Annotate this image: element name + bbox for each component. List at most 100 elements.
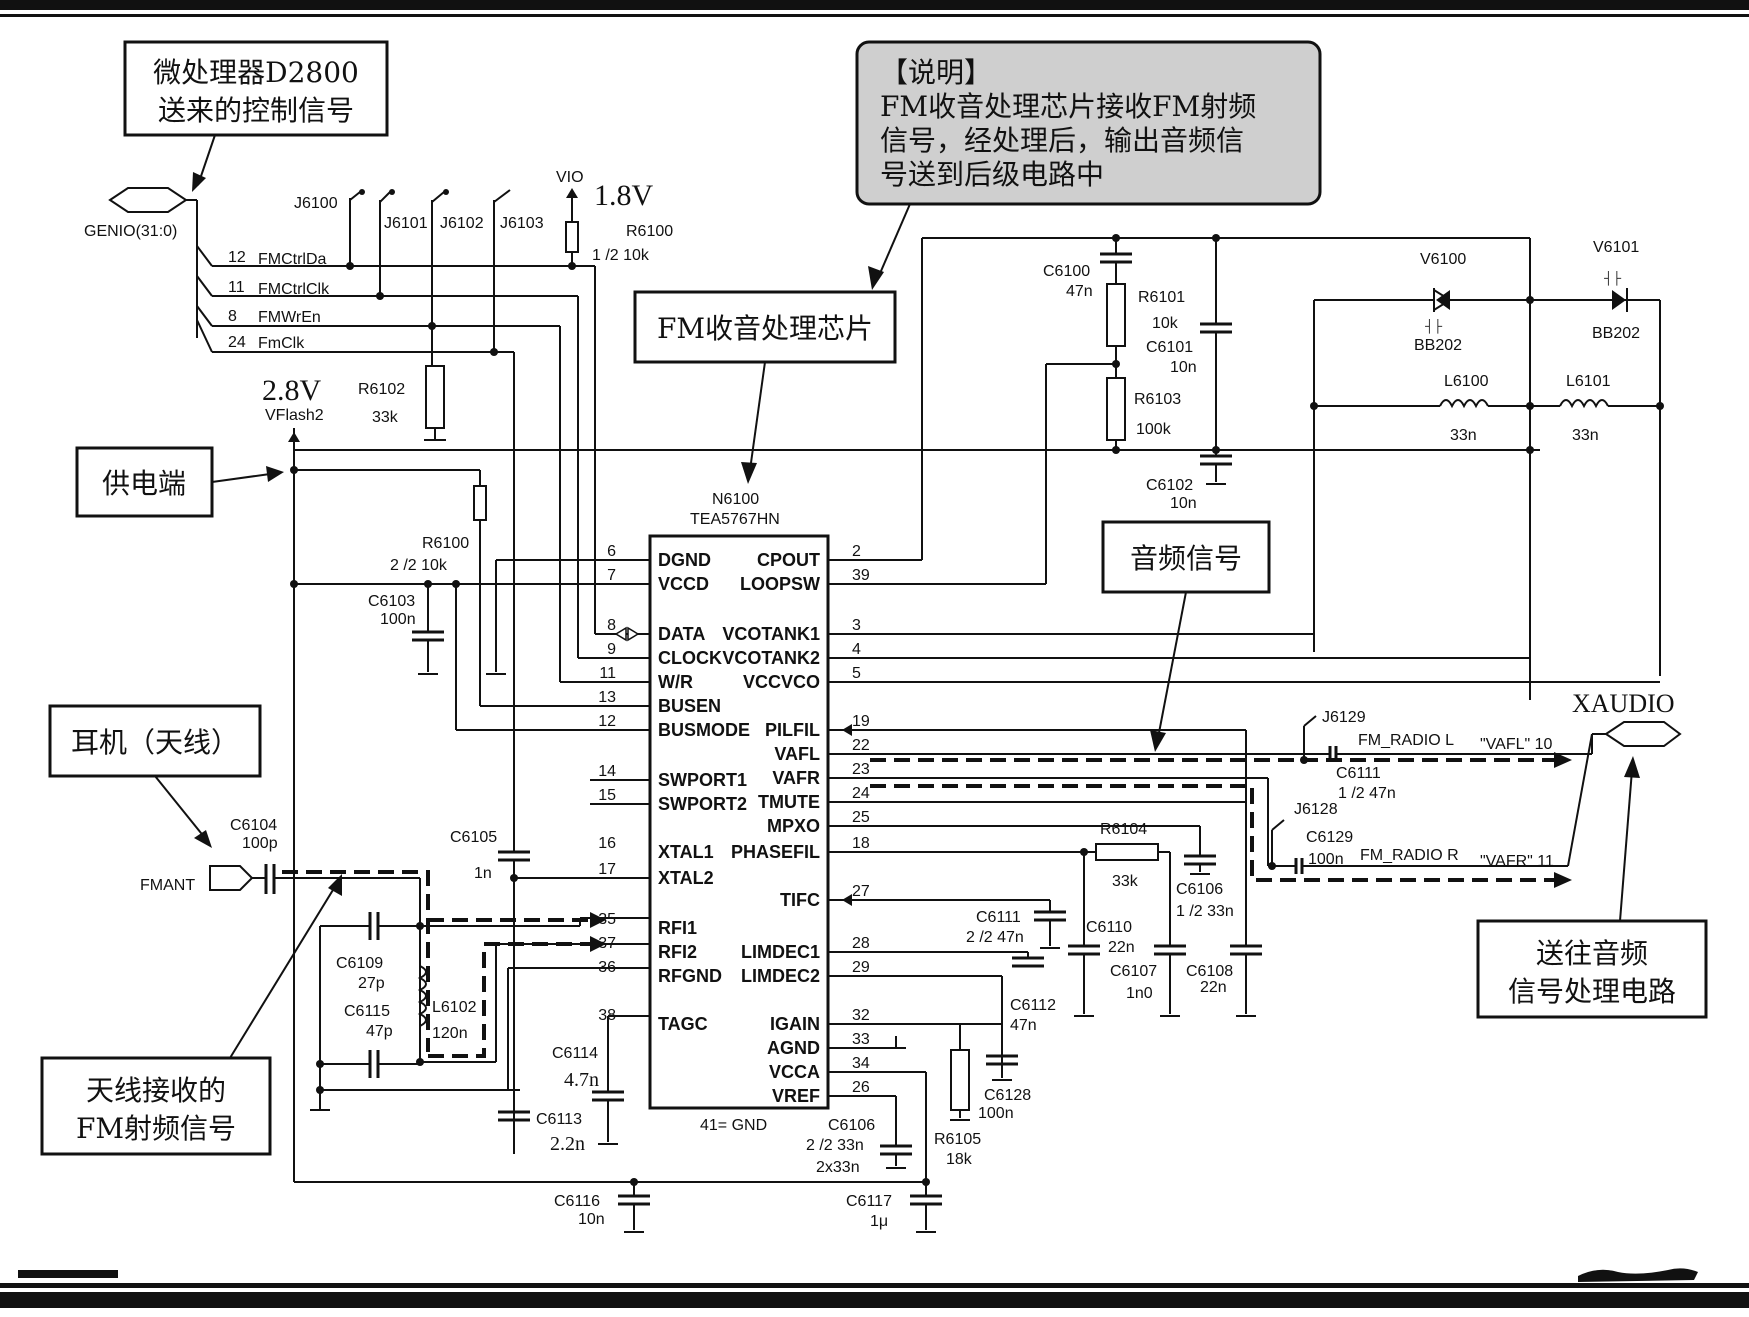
chip-pin-number: 24 bbox=[852, 785, 870, 802]
svg-text:100k: 100k bbox=[1136, 421, 1172, 438]
svg-text:GENIO(31:0): GENIO(31:0) bbox=[84, 223, 177, 240]
chip-pin-name: RFI2 bbox=[658, 942, 697, 962]
svg-text:C6116: C6116 bbox=[554, 1193, 600, 1210]
svg-text:号送到后级电路中: 号送到后级电路中 bbox=[880, 158, 1104, 191]
chip-pin-name: DGND bbox=[658, 550, 711, 570]
svg-text:27p: 27p bbox=[358, 975, 385, 992]
bottom-border bbox=[0, 1292, 1749, 1308]
svg-text:送往音频: 送往音频 bbox=[1536, 937, 1648, 970]
svg-text:音频信号: 音频信号 bbox=[1130, 542, 1242, 575]
audio-signal-path bbox=[870, 752, 1572, 888]
svg-text:2 /2 33n: 2 /2 33n bbox=[806, 1137, 864, 1154]
svg-text:100n: 100n bbox=[380, 611, 416, 628]
svg-text:47p: 47p bbox=[366, 1023, 393, 1040]
svg-text:J6103: J6103 bbox=[500, 215, 544, 232]
chip-pin-number: 33 bbox=[852, 1031, 870, 1048]
svg-text:FM_RADIO L: FM_RADIO L bbox=[1358, 732, 1454, 749]
svg-text:R6102: R6102 bbox=[358, 381, 405, 398]
svg-text:11: 11 bbox=[228, 279, 245, 296]
svg-text:V6101: V6101 bbox=[1593, 239, 1639, 256]
svg-text:XAUDIO: XAUDIO bbox=[1572, 689, 1675, 718]
svg-text:C6110: C6110 bbox=[1086, 919, 1132, 936]
svg-text:10n: 10n bbox=[1170, 359, 1197, 376]
svg-text:C6108: C6108 bbox=[1186, 963, 1233, 980]
chip-pin-name: LIMDEC2 bbox=[741, 966, 820, 986]
svg-text:微处理器D2800: 微处理器D2800 bbox=[153, 56, 359, 89]
svg-text:J6128: J6128 bbox=[1294, 801, 1338, 818]
svg-text:FMCtrlDa: FMCtrlDa bbox=[258, 251, 327, 268]
chip-pin-name: LOOPSW bbox=[740, 574, 820, 594]
chip-pin-name: VREF bbox=[772, 1086, 820, 1106]
svg-text:耳机（天线）: 耳机（天线） bbox=[71, 726, 239, 759]
chip-pin-number: 6 bbox=[607, 543, 616, 560]
svg-text:L6100: L6100 bbox=[1444, 373, 1489, 390]
supply-2v8: 2.8V VFlash2 R6100 2 /2 10k C6103 100n bbox=[262, 374, 1540, 1182]
svg-text:33n: 33n bbox=[1450, 427, 1477, 444]
svg-text:R6100: R6100 bbox=[626, 223, 673, 240]
chip-pin-number: 32 bbox=[852, 1007, 870, 1024]
callout-earphone: 耳机（天线） bbox=[48, 704, 262, 848]
callout-audio: 音频信号 bbox=[1101, 520, 1271, 752]
svg-text:12: 12 bbox=[228, 249, 246, 266]
svg-text:22n: 22n bbox=[1108, 939, 1135, 956]
chip-pin-name: CLOCK bbox=[658, 648, 722, 668]
chip-pin-number: 2 bbox=[852, 543, 861, 560]
svg-text:BB202: BB202 bbox=[1414, 337, 1462, 354]
svg-text:100n: 100n bbox=[978, 1105, 1014, 1122]
chip-pin-number: 35 bbox=[598, 911, 616, 928]
chip-pin-name: VCCA bbox=[769, 1062, 820, 1082]
svg-text:FMWrEn: FMWrEn bbox=[258, 309, 321, 326]
antenna-input: FMANT C6104 100p C6109 27p C6115 47p L61… bbox=[140, 817, 650, 1145]
svg-text:10n: 10n bbox=[578, 1211, 605, 1228]
svg-text:2 /2 47n: 2 /2 47n bbox=[966, 929, 1024, 946]
chip-pin-name: XTAL2 bbox=[658, 868, 714, 888]
svg-text:4.7n: 4.7n bbox=[564, 1069, 599, 1091]
svg-text:FMANT: FMANT bbox=[140, 877, 195, 894]
svg-text:8: 8 bbox=[228, 308, 237, 325]
chip-pin-name: VCOTANK2 bbox=[722, 648, 820, 668]
svg-text:C6106: C6106 bbox=[1176, 881, 1223, 898]
svg-text:120n: 120n bbox=[432, 1025, 468, 1042]
svg-text:1 /2 10k: 1 /2 10k bbox=[592, 247, 650, 264]
chip-pin-number: 13 bbox=[598, 689, 616, 706]
control-lines: 12 FMCtrlDa 11 FMCtrlClk 8 FMWrEn 24 FmC… bbox=[196, 189, 595, 356]
svg-text:C6128: C6128 bbox=[984, 1087, 1031, 1104]
svg-text:【说明】: 【说明】 bbox=[880, 56, 992, 89]
svg-text:C6114: C6114 bbox=[552, 1045, 598, 1062]
svg-text:10k: 10k bbox=[1152, 315, 1179, 332]
svg-text:47n: 47n bbox=[1066, 283, 1093, 300]
chip-pin-number: 22 bbox=[852, 737, 870, 754]
chip-pin-name: SWPORT2 bbox=[658, 794, 747, 814]
svg-text:C6104: C6104 bbox=[230, 817, 277, 834]
svg-text:TEA5767HN: TEA5767HN bbox=[690, 511, 780, 528]
svg-text:"VAFR" 11: "VAFR" 11 bbox=[1480, 853, 1554, 870]
svg-text:C6105: C6105 bbox=[450, 829, 497, 846]
svg-text:1 /2 33n: 1 /2 33n bbox=[1176, 903, 1234, 920]
chip-pin-name: VCCVCO bbox=[743, 672, 820, 692]
callout-chip: FM收音处理芯片 bbox=[633, 290, 897, 484]
chip-pin-number: 9 bbox=[607, 641, 616, 658]
svg-text:┤├: ┤├ bbox=[1604, 271, 1622, 286]
svg-text:18k: 18k bbox=[946, 1151, 973, 1168]
svg-text:1n0: 1n0 bbox=[1126, 985, 1153, 1002]
svg-text:信号，经处理后，输出音频信: 信号，经处理后，输出音频信 bbox=[880, 124, 1244, 157]
svg-text:1 /2 47n: 1 /2 47n bbox=[1338, 785, 1396, 802]
svg-text:C6111: C6111 bbox=[1336, 765, 1381, 782]
svg-text:V6100: V6100 bbox=[1420, 251, 1466, 268]
chip-pin-number: 23 bbox=[852, 761, 870, 778]
svg-text:2x33n: 2x33n bbox=[816, 1159, 860, 1176]
svg-text:1.8V: 1.8V bbox=[594, 179, 654, 212]
chip-pin-name: AGND bbox=[767, 1038, 820, 1058]
top-border-thin bbox=[0, 14, 1749, 17]
svg-text:┤├: ┤├ bbox=[1425, 319, 1443, 334]
svg-text:33k: 33k bbox=[372, 409, 399, 426]
svg-text:C6101: C6101 bbox=[1146, 339, 1193, 356]
svg-text:FMCtrlClk: FMCtrlClk bbox=[258, 281, 330, 298]
svg-text:2.2n: 2.2n bbox=[550, 1133, 585, 1155]
svg-text:VIO: VIO bbox=[556, 169, 584, 186]
svg-text:信号处理电路: 信号处理电路 bbox=[1508, 975, 1676, 1008]
bottom-border-thin bbox=[0, 1283, 1749, 1288]
top-border bbox=[0, 0, 1749, 10]
chip-pin-name: CPOUT bbox=[757, 550, 820, 570]
